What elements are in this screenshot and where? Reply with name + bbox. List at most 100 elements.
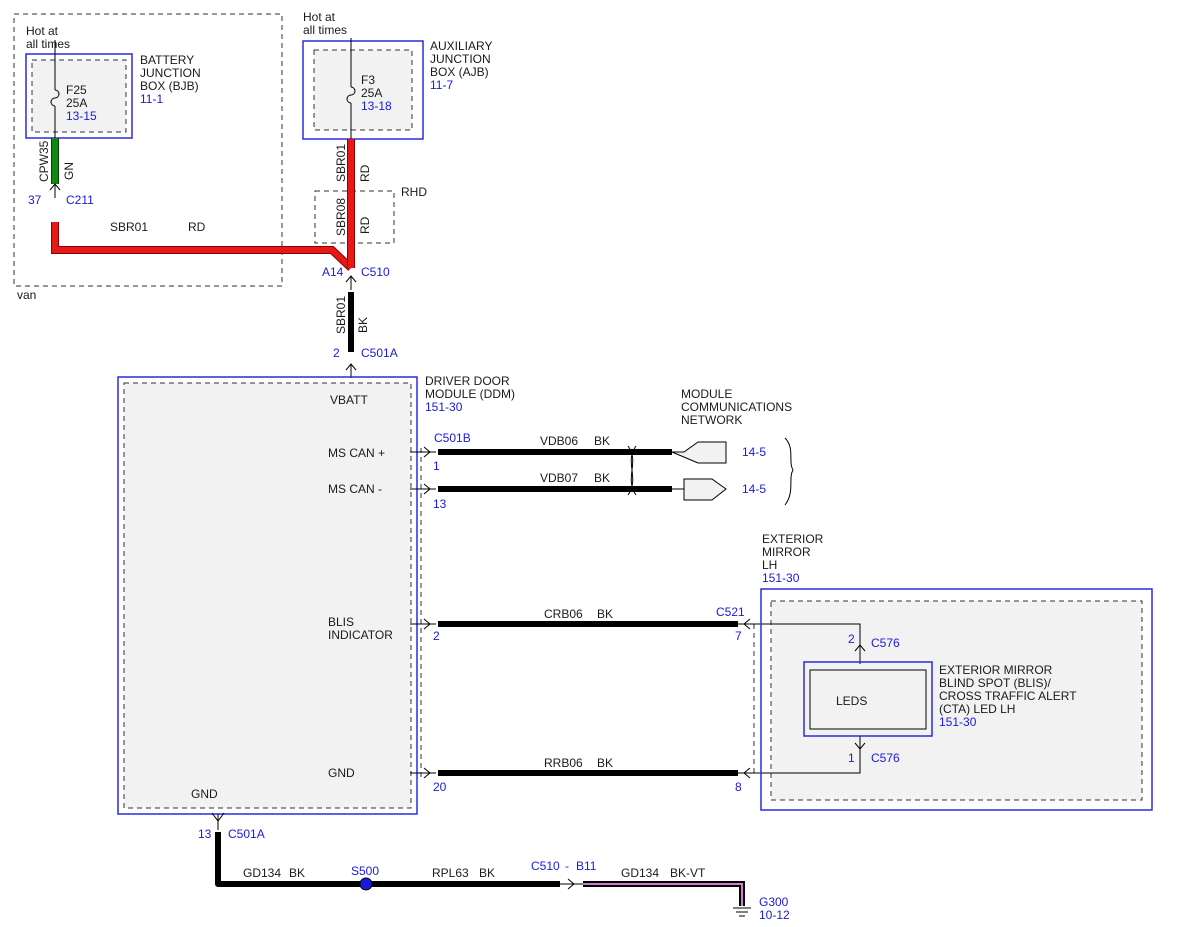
ddm-can-minus-label: MS CAN - xyxy=(328,482,382,496)
network-plus-connector xyxy=(671,441,727,464)
ddm-can-plus-label: MS CAN + xyxy=(328,446,385,460)
sbr01-ajb-wire-label: SBR01 xyxy=(334,144,348,182)
c501a-gnd-pin: 13 xyxy=(198,827,212,841)
ddm-name-line2: MODULE (DDM) xyxy=(425,387,515,401)
rpl63-wire-label: RPL63 xyxy=(432,866,469,880)
bjb-fuse-icon xyxy=(50,89,60,107)
ground-symbol-icon xyxy=(733,907,751,917)
network-name-line2: COMMUNICATIONS xyxy=(681,400,792,414)
network-minus-ref[interactable]: 14-5 xyxy=(742,482,766,496)
blis-pin-icon xyxy=(410,618,436,630)
sbr01-ddm-color-label: BK xyxy=(356,317,370,333)
vdb07-color-label: BK xyxy=(594,471,610,485)
c576-top-connector-icon xyxy=(854,644,866,652)
ajb-fuse-ref[interactable]: 13-18 xyxy=(361,99,392,113)
network-minus-connector xyxy=(672,478,727,501)
bjb-hot-line1: Hot at xyxy=(26,24,59,38)
g300-page-ref[interactable]: 10-12 xyxy=(759,908,790,922)
c510-label[interactable]: C510 xyxy=(361,265,390,279)
bjb-box-inner xyxy=(31,59,127,133)
c211-label[interactable]: C211 xyxy=(66,193,94,207)
c521-label[interactable]: C521 xyxy=(716,605,745,619)
network-plus-ref[interactable]: 14-5 xyxy=(742,445,766,459)
network-brace-icon xyxy=(784,437,794,506)
c521-pin-b: 8 xyxy=(735,780,742,794)
rrb06-color-label: BK xyxy=(597,756,613,770)
led-name-line2: BLIND SPOT (BLIS)/ xyxy=(939,676,1051,690)
c501a-top-label[interactable]: C501A xyxy=(361,346,398,360)
bjb-fuse-id: F25 xyxy=(66,83,87,97)
ajb-fuse-amps: 25A xyxy=(361,86,382,100)
can-minus-pin: 13 xyxy=(433,497,447,511)
led-page-ref[interactable]: 151-30 xyxy=(939,715,977,729)
ddm-box xyxy=(117,376,418,815)
ajb-hot-line2: all times xyxy=(303,23,347,37)
c510-b11-connector-icon xyxy=(560,878,583,890)
ddm-page-ref[interactable]: 151-30 xyxy=(425,400,463,414)
crb06-wire-label: CRB06 xyxy=(544,607,583,621)
blis-pin: 2 xyxy=(433,629,440,643)
bjb-fuse-ref[interactable]: 13-15 xyxy=(66,109,97,123)
c521-pin-a: 7 xyxy=(735,629,742,643)
ddm-gnd-in-label: GND xyxy=(328,766,355,780)
can-minus-pin-icon xyxy=(410,483,436,495)
mirror-internal-wire-top xyxy=(766,623,861,664)
c576-bottom-pin: 1 xyxy=(848,751,855,765)
c576-top-label[interactable]: C576 xyxy=(871,636,900,650)
c501a-top-connector-icon xyxy=(345,363,357,378)
mirror-box xyxy=(760,588,1153,811)
gd134-bkvt-wire-label: GD134 xyxy=(621,866,659,880)
ajb-page-ref[interactable]: 11-7 xyxy=(430,78,453,92)
gd134-bkvt-wire-edge xyxy=(583,881,745,906)
s500-label[interactable]: S500 xyxy=(351,864,379,878)
ajb-name-line3: BOX (AJB) xyxy=(430,65,489,79)
c510-b11-label[interactable]: C510 xyxy=(531,859,560,873)
gd134-bkvt-wire xyxy=(583,883,743,906)
c576-bottom-label[interactable]: C576 xyxy=(871,751,900,765)
vdb06-color-label: BK xyxy=(594,434,610,448)
c510-pin: A14 xyxy=(322,265,344,279)
crb06-color-label: BK xyxy=(597,607,613,621)
mirror-name-line1: EXTERIOR xyxy=(762,532,824,546)
bjb-name-line3: BOX (BJB) xyxy=(140,79,199,93)
gd134-wire-label: GD134 xyxy=(243,866,281,880)
bjb-fuse-amps: 25A xyxy=(66,96,87,110)
gd134-color-label: BK xyxy=(289,866,305,880)
rpl63-color-label: BK xyxy=(479,866,495,880)
bjb-hot-line2: all times xyxy=(26,37,70,51)
rrb06-wire-label: RRB06 xyxy=(544,756,583,770)
c501a-top-pin: 2 xyxy=(333,346,340,360)
c521-pin-a-icon xyxy=(738,618,766,630)
ajb-box-inner xyxy=(313,49,413,131)
ddm-blis-label-line1: BLIS xyxy=(328,615,354,629)
gnd-pin-icon xyxy=(410,767,436,779)
c510-b11-pin: B11 xyxy=(576,859,597,873)
c510-b11-dash: - xyxy=(565,859,569,873)
gnd-pin: 20 xyxy=(433,780,447,794)
sbr08-color-label: RD xyxy=(358,216,372,234)
led-name-line3: CROSS TRAFFIC ALERT xyxy=(939,689,1077,703)
bjb-page-ref[interactable]: 11-1 xyxy=(140,92,163,106)
ddm-name-line1: DRIVER DOOR xyxy=(425,374,510,388)
can-plus-pin-icon xyxy=(410,446,436,458)
vdb07-wire-label: VDB07 xyxy=(540,471,578,485)
bjb-box xyxy=(25,53,133,139)
can-plus-pin: 1 xyxy=(433,459,440,473)
mirror-name-line3: LH xyxy=(762,558,777,572)
c501a-gnd-label[interactable]: C501A xyxy=(228,827,265,841)
mirror-page-ref[interactable]: 151-30 xyxy=(762,571,800,585)
vdb06-wire-label: VDB06 xyxy=(540,434,578,448)
ddm-box-inner xyxy=(123,382,412,809)
sbr01-ddm-wire-label: SBR01 xyxy=(334,296,348,334)
sbr01-bjb-wire-label: SBR01 xyxy=(110,220,148,234)
s500-splice-icon xyxy=(359,877,373,891)
g300-label[interactable]: G300 xyxy=(759,895,789,909)
ddm-gnd-connector-icon xyxy=(211,812,225,830)
led-box-inner xyxy=(809,669,927,730)
ddm-blis-label-line2: INDICATOR xyxy=(328,628,393,642)
ddm-vbatt-label: VBATT xyxy=(330,393,368,407)
led-box xyxy=(803,661,933,737)
c510-connector-icon xyxy=(345,275,357,290)
c501b-label[interactable]: C501B xyxy=(434,431,471,445)
